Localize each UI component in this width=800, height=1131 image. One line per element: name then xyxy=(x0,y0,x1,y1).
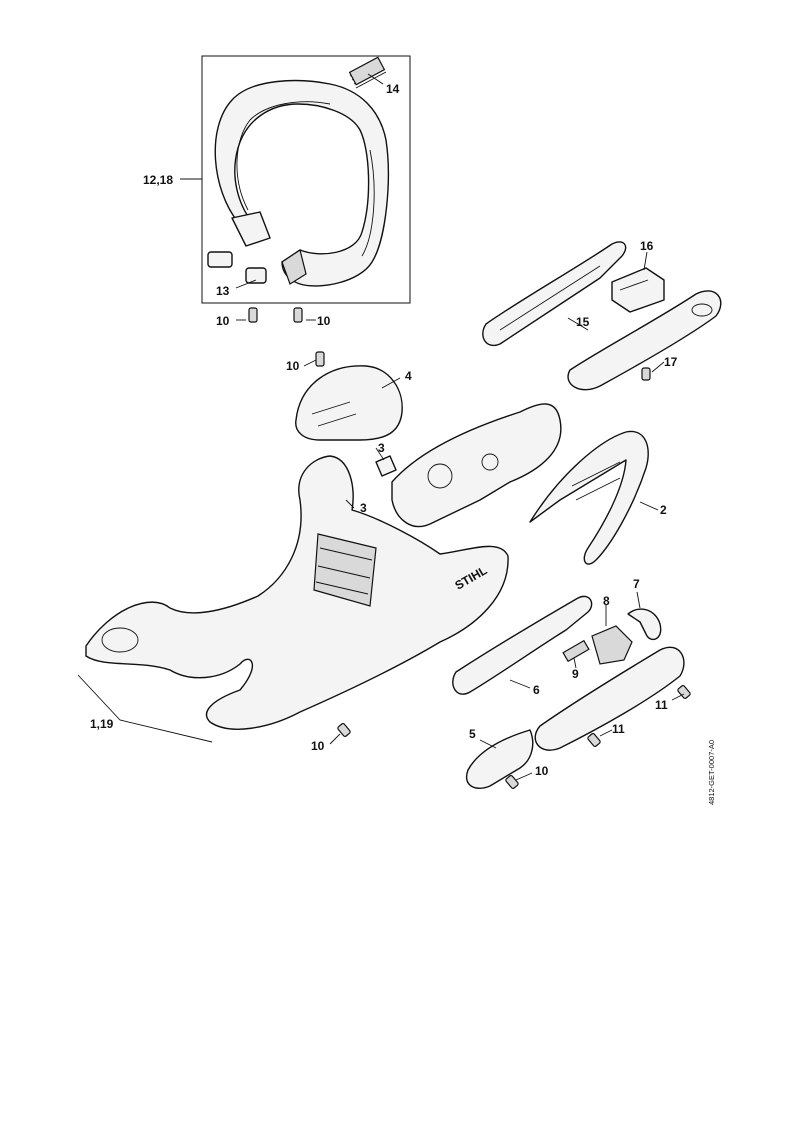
part-side-shell-2 xyxy=(529,430,649,565)
part-retainer-7 xyxy=(627,608,662,641)
part-cap-5 xyxy=(465,729,534,789)
callout-14: 14 xyxy=(386,82,400,96)
callout-10-b: 10 xyxy=(317,314,331,328)
callout-9: 9 xyxy=(572,667,579,681)
part-cover-4 xyxy=(295,365,403,441)
part-clips-13 xyxy=(207,251,267,284)
small-screws xyxy=(337,685,691,789)
callout-1-19: 1,19 xyxy=(90,717,114,731)
callout-8: 8 xyxy=(603,594,610,608)
part-housing-core xyxy=(391,403,562,528)
front-handle-inset-frame xyxy=(201,55,411,304)
part-front-loop-handle xyxy=(214,79,390,287)
callout-6: 6 xyxy=(533,683,540,697)
part-handle-molding-17 xyxy=(567,290,722,391)
callout-10-a: 10 xyxy=(216,314,230,328)
screws-10-inset xyxy=(248,307,303,323)
screw-10-top xyxy=(315,351,325,367)
callout-4: 4 xyxy=(405,369,412,383)
callout-5: 5 xyxy=(469,727,476,741)
callout-16: 16 xyxy=(640,239,654,253)
part-main-housing-1-19: STIHL xyxy=(85,455,509,730)
callout-11-a: 11 xyxy=(612,722,625,736)
document-id: 4812-GET-0007-A0 xyxy=(707,740,716,805)
callout-10-e: 10 xyxy=(311,739,325,753)
part-grip-body xyxy=(534,646,685,751)
part-spring-9 xyxy=(562,639,590,663)
part-spring-14 xyxy=(348,56,387,89)
leader-lines xyxy=(77,73,685,781)
callout-labels: 14 12,18 13 10 10 16 15 17 10 4 3 3 2 7 … xyxy=(90,82,678,778)
callout-15: 15 xyxy=(576,315,590,329)
callout-13: 13 xyxy=(216,284,230,298)
callout-12-18: 12,18 xyxy=(143,173,173,187)
callout-7: 7 xyxy=(633,577,640,591)
callout-11-b: 11 xyxy=(655,698,668,712)
callout-2: 2 xyxy=(660,503,667,517)
callout-3-b: 3 xyxy=(360,501,367,515)
part-grip-cover-15 xyxy=(482,241,627,347)
callout-3-a: 3 xyxy=(378,441,385,455)
part-clip-16 xyxy=(611,267,665,313)
callout-10-d: 10 xyxy=(535,764,549,778)
callout-10-c: 10 xyxy=(286,359,300,373)
part-grip-half-6 xyxy=(452,595,593,695)
callout-17: 17 xyxy=(664,355,678,369)
part-trigger-lock-8 xyxy=(591,625,633,665)
